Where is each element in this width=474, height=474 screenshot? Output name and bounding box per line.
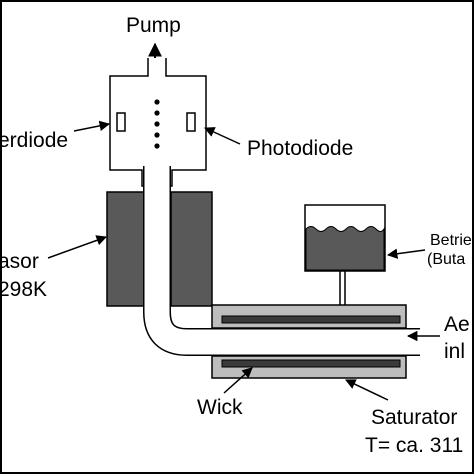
reservoir-arrow-icon (386, 248, 426, 259)
wick-upper (221, 315, 401, 324)
laserdiode-arrow-icon (73, 120, 111, 132)
condenser-block-right (170, 191, 213, 307)
wick-arrow-icon (223, 367, 253, 394)
laserdiode-window (116, 112, 126, 132)
photodiode-window (186, 112, 196, 132)
saturator-arrow-icon (345, 379, 389, 401)
condenser-block-left (106, 191, 149, 307)
reservoir-liquid (305, 226, 385, 271)
aerosol-label-line1: Ae (444, 313, 470, 336)
flow-tube (144, 166, 420, 355)
wick-label: Wick (197, 396, 243, 419)
condensor-label: asor (0, 250, 39, 273)
saturator-label: Saturator (371, 406, 457, 429)
wick-lower (221, 359, 401, 368)
condensor-temp-label: 298K (0, 278, 47, 301)
saturator-temp-label: T= ca. 311 (365, 434, 463, 457)
condensor-arrow-icon (47, 235, 107, 259)
reservoir-label-line1: Betrie (430, 232, 472, 249)
reservoir-label-line2: (Buta (427, 251, 465, 268)
laserdiode-label: erdiode (0, 129, 68, 152)
photodiode-arrow-icon (204, 127, 241, 145)
aerosol-label-line2: inl (444, 340, 465, 363)
pump-label: Pump (126, 14, 181, 37)
sensor-dots-icon (154, 99, 160, 149)
photodiode-label: Photodiode (247, 137, 353, 160)
